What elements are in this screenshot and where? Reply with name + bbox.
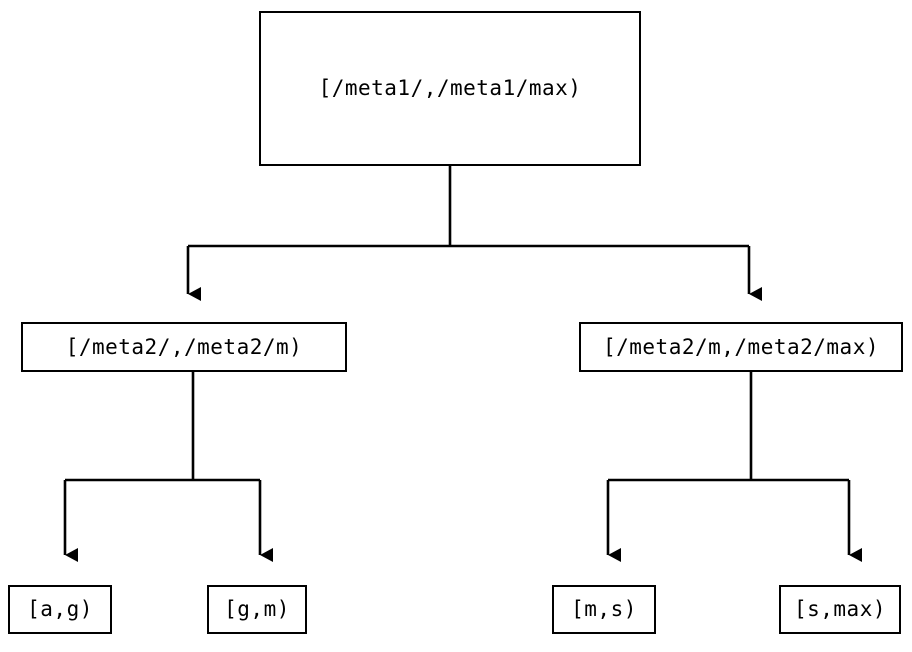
node-leaf-3[interactable]: [m,s) [552, 585, 656, 634]
edge-mid-right-to-leaf-4 [751, 478, 862, 562]
node-root[interactable]: [/meta1/,/meta1/max) [259, 11, 641, 166]
edge-mid-left-to-leaf-2 [193, 478, 273, 562]
node-leaf-1[interactable]: [a,g) [8, 585, 112, 634]
node-leaf-4[interactable]: [s,max) [779, 585, 901, 634]
node-leaf-2-label: [g,m) [224, 597, 290, 621]
edge-mid-right-to-leaf-3 [606, 372, 753, 562]
node-leaf-2[interactable]: [g,m) [207, 585, 307, 634]
node-mid-left[interactable]: [/meta2/,/meta2/m) [21, 322, 347, 372]
node-leaf-3-label: [m,s) [571, 597, 637, 621]
edge-mid-left-to-leaf-1 [63, 372, 195, 562]
node-mid-left-label: [/meta2/,/meta2/m) [65, 334, 303, 359]
node-mid-right-label: [/meta2/m,/meta2/max) [602, 334, 879, 359]
node-root-label: [/meta1/,/meta1/max) [318, 76, 582, 100]
edge-root-to-mid-left [186, 166, 452, 301]
node-leaf-1-label: [a,g) [27, 597, 93, 621]
node-leaf-4-label: [s,max) [793, 597, 886, 621]
edge-root-to-mid-right [450, 244, 762, 301]
node-mid-right[interactable]: [/meta2/m,/meta2/max) [579, 322, 903, 372]
